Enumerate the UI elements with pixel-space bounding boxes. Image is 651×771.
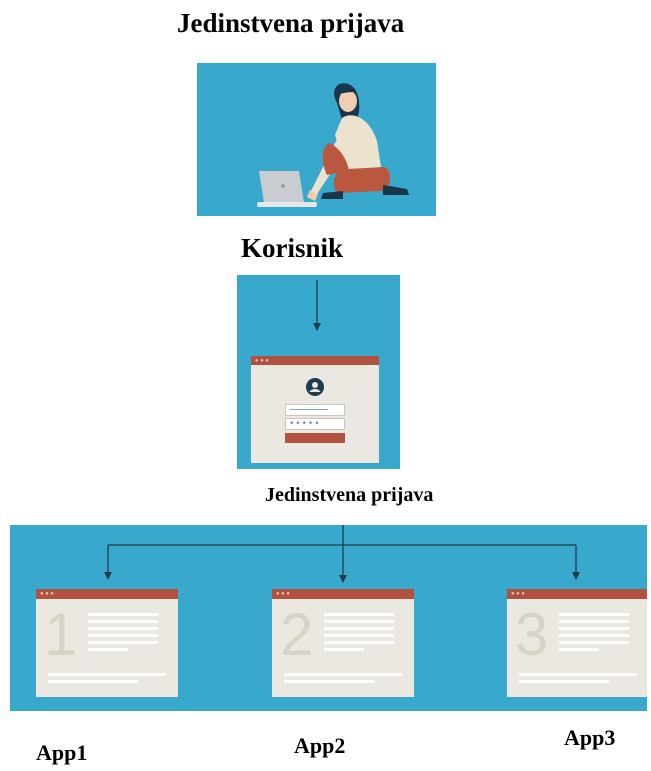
login-button[interactable]: [285, 433, 345, 443]
app-window-1[interactable]: ● ● ● 1: [36, 589, 178, 697]
login-window-titlebar: ● ● ●: [251, 356, 379, 365]
app-text-lines: [559, 613, 629, 651]
window-dots-icon: ● ● ●: [40, 591, 54, 597]
arrow-down-icon: [572, 572, 580, 580]
window-dots-icon: ● ● ●: [511, 591, 525, 597]
person-with-laptop-illustration: [257, 83, 409, 207]
app-window-titlebar: ● ● ●: [36, 589, 178, 599]
user-illustration-panel: [197, 63, 436, 216]
arrow-down-icon: [104, 572, 112, 580]
user-avatar-icon: [306, 378, 324, 396]
app-window-3[interactable]: ● ● ● 3: [507, 589, 647, 697]
app-label-3: App3: [564, 725, 616, 750]
arrow-down-icon: [339, 575, 347, 583]
window-dots-icon: ● ● ●: [255, 358, 269, 364]
app-text-lines: [324, 613, 394, 651]
login-window: ● ● ● •••••: [251, 356, 379, 463]
app-label-2: App2: [294, 733, 346, 758]
page-title: Jedinstvena prijava: [177, 8, 405, 38]
app-window-titlebar: ● ● ●: [507, 589, 647, 599]
sso-login-panel: ● ● ● •••••: [237, 275, 400, 469]
window-dots-icon: ● ● ●: [276, 591, 290, 597]
password-field[interactable]: •••••: [285, 418, 345, 430]
connector-lines: [104, 525, 580, 583]
down-arrow-icon: [313, 280, 321, 331]
app-footer-lines: [48, 673, 166, 683]
app-footer-lines: [519, 673, 637, 683]
username-field[interactable]: [285, 404, 345, 416]
apps-panel: ● ● ● 1 ● ● ● 2: [10, 525, 647, 711]
app-text-lines: [88, 613, 158, 651]
password-mask: •••••: [289, 419, 321, 429]
app-number: 3: [515, 601, 549, 668]
sso-label: Jedinstvena prijava: [265, 484, 434, 506]
app-window-2[interactable]: ● ● ● 2: [272, 589, 414, 697]
user-label: Korisnik: [241, 233, 344, 263]
app-window-titlebar: ● ● ●: [272, 589, 414, 599]
app-number: 2: [280, 601, 314, 668]
app-footer-lines: [284, 673, 402, 683]
app-label-1: App1: [36, 740, 88, 765]
app-number: 1: [44, 601, 78, 668]
